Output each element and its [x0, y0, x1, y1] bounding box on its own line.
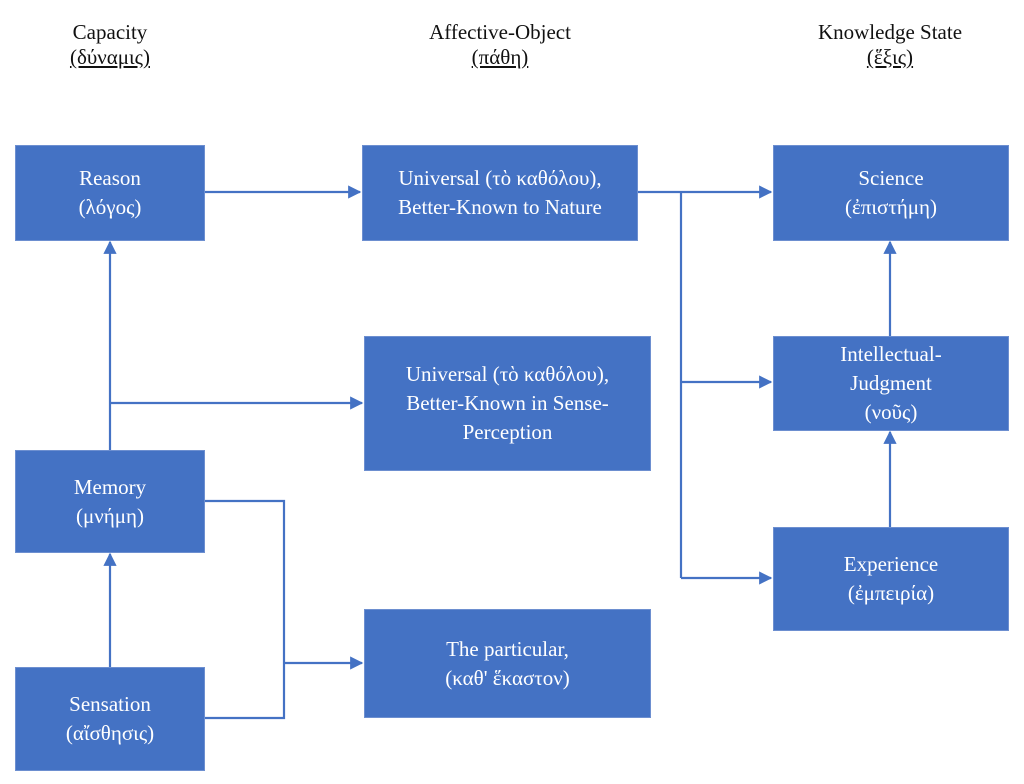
- node-particular-line1: The particular,: [446, 636, 569, 661]
- node-intellectual-line3: (νοῦς): [864, 400, 918, 424]
- node-universal-sense-line2: Better-Known in Sense-: [406, 391, 609, 415]
- node-science-line1: Science: [858, 166, 924, 190]
- node-universal-sense: Universal (τὸ καθόλου), Better-Known in …: [364, 336, 651, 471]
- header-capacity-greek: (δύναμις): [69, 45, 150, 69]
- node-science-line2: (ἐπιστήμη): [844, 195, 938, 219]
- node-particular: The particular, (καθ' ἕκαστον): [364, 609, 651, 718]
- node-sensation-line2: (αἴσθησις): [65, 721, 155, 745]
- node-memory: Memory (μνήμη): [15, 450, 205, 553]
- edge-memory-to-particular: [204, 499, 286, 720]
- node-sensation: Sensation (αἴσθησις): [15, 667, 205, 771]
- header-affective-greek: (πάθη): [471, 45, 529, 69]
- header-capacity: Capacity (δύναμις): [40, 20, 180, 70]
- header-knowledge: Knowledge State (ἕξις): [800, 20, 980, 70]
- node-intellectual: Intellectual- Judgment (νοῦς): [773, 336, 1009, 431]
- node-reason: Reason (λόγος): [15, 145, 205, 241]
- node-intellectual-line1: Intellectual-: [840, 342, 942, 366]
- node-sensation-line1: Sensation: [69, 692, 151, 716]
- node-experience-line1: Experience: [843, 552, 939, 576]
- node-universal-nature: Universal (τὸ καθόλου), Better-Known to …: [362, 145, 638, 241]
- node-universal-nature-line2: Better-Known to Nature: [398, 195, 602, 219]
- header-knowledge-label: Knowledge State: [817, 20, 963, 44]
- node-experience: Experience (ἐμπειρία): [773, 527, 1009, 631]
- node-intellectual-line2: Judgment: [850, 371, 932, 395]
- header-capacity-label: Capacity: [72, 20, 148, 44]
- header-knowledge-greek: (ἕξις): [866, 45, 914, 69]
- node-science: Science (ἐπιστήμη): [773, 145, 1009, 241]
- node-memory-line1: Memory: [73, 474, 147, 499]
- node-experience-line2: (ἐμπειρία): [847, 581, 935, 605]
- node-particular-line2: (καθ' ἕκαστον): [445, 665, 570, 690]
- node-reason-line1: Reason: [79, 166, 141, 190]
- node-memory-line2: (μνήμη): [76, 503, 144, 528]
- node-reason-line2: (λόγος): [78, 195, 142, 219]
- node-universal-sense-line1: Universal (τὸ καθόλου),: [405, 362, 610, 386]
- node-universal-sense-line3: Perception: [462, 420, 553, 444]
- header-affective: Affective-Object (πάθη): [390, 20, 610, 70]
- header-affective-label: Affective-Object: [429, 20, 571, 44]
- node-universal-nature-line1: Universal (τὸ καθόλου),: [398, 166, 602, 190]
